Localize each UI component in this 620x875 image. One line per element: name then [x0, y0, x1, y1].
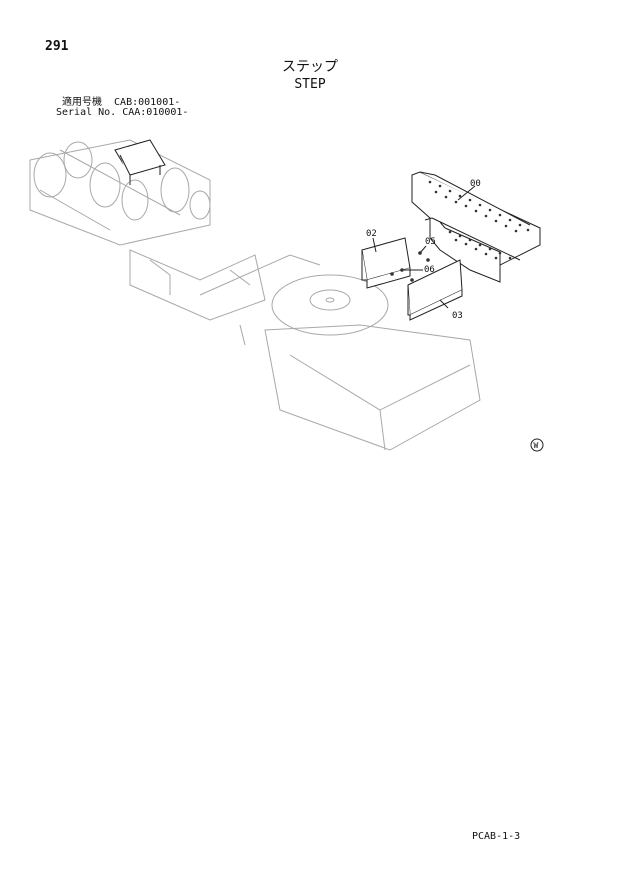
page-title: STEP: [294, 77, 326, 92]
serial-range-japanese: 適用号機 CAB:001001-: [62, 97, 181, 108]
w-mark: W: [530, 438, 544, 452]
machine-outline: [29, 139, 481, 451]
bracket-right: [407, 259, 463, 321]
leader-lines: [372, 185, 476, 309]
bracket-left: [361, 237, 411, 289]
callout-03: 03: [452, 311, 463, 321]
callout-00: 00: [470, 179, 481, 189]
serial-range: Serial No. CAA:010001-: [56, 107, 189, 118]
footer-code: PCAB-1-3: [472, 831, 521, 842]
callout-02: 02: [366, 229, 377, 239]
w-mark-letter: W: [534, 441, 539, 450]
title-japanese: ステップ: [282, 59, 338, 75]
callout-06: 06: [424, 265, 435, 275]
callout-05: 05: [425, 237, 436, 247]
page-number: 291: [45, 39, 69, 54]
step-assembly: [411, 171, 541, 283]
parts-diagram: 00 02 05 06 03 W: [29, 139, 544, 452]
